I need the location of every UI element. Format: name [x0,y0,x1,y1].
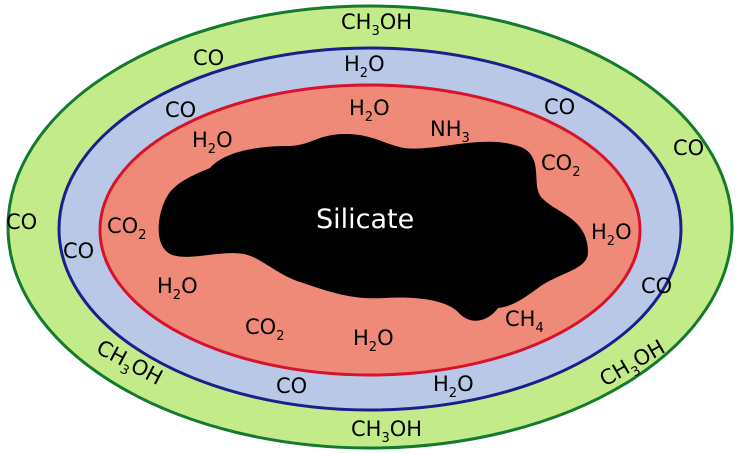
h2o-label-inner-bottom-left: H2O [157,274,198,303]
co-label-middle-left: CO [63,239,94,263]
co-label-middle-right: CO [641,274,672,298]
h2o-label-inner-bottom: H2O [353,326,394,355]
co2-label-inner-left: CO2 [107,214,146,243]
ch4-label: CH4 [505,307,544,336]
silicate-label: Silicate [316,204,414,235]
h2o-label-inner-right: H2O [591,220,632,249]
co-label-outer-top-left: CO [193,46,224,70]
h2o-label-middle-top: H2O [344,52,385,81]
co2-label-inner-right: CO2 [541,151,580,180]
co-label-middle-top-left: CO [165,98,196,122]
h2o-label-middle-bottom: H2O [433,372,474,401]
co-label-middle-bottom: CO [276,374,307,398]
ch3oh-label-bottom: CH3OH [351,417,422,446]
nh3-label: NH3 [430,117,470,146]
co-label-middle-top-right: CO [544,95,575,119]
h2o-label-inner-top: H2O [349,96,390,125]
silicate-core [158,134,588,321]
co-label-outer-right: CO [673,136,704,160]
ch3oh-label-top: CH3OH [341,10,412,39]
co-label-outer-left: CO [6,210,37,234]
h2o-label-inner-top-left: H2O [192,128,233,157]
co2-label-inner-bottom: CO2 [245,315,284,344]
